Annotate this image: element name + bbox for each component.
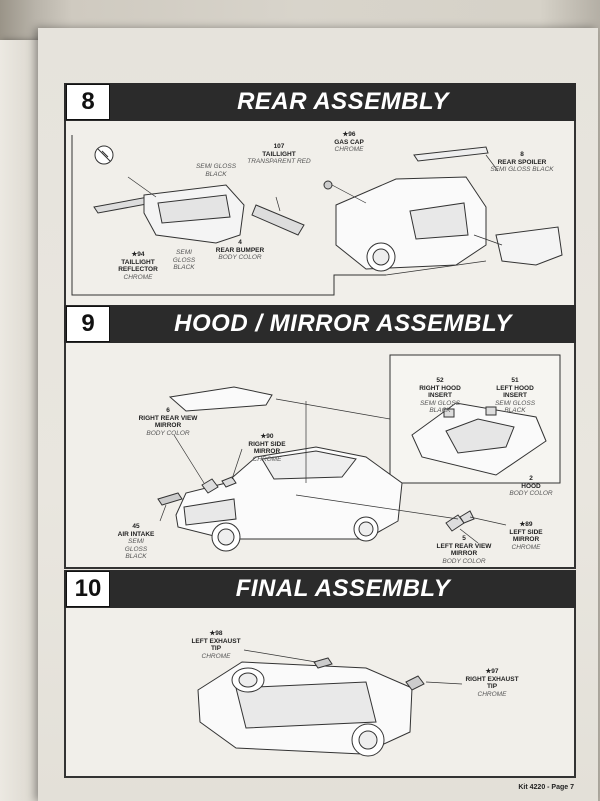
rear-assembly-drawing <box>71 135 563 296</box>
part-label-left-rear-view-mirror: 5 LEFT REAR VIEW MIRROR BODY COLOR <box>436 535 492 565</box>
step-10-panel: 10 FINAL ASSEMBLY ★98 LEFT <box>64 570 576 778</box>
step-8-number: 8 <box>66 84 110 120</box>
part-label-right-rear-view-mirror: 6 RIGHT REAR VIEW MIRROR BODY COLOR <box>138 407 198 437</box>
instruction-sheet: 8 REAR ASSEMBLY <box>38 28 598 801</box>
hood-mirror-drawing <box>157 354 561 552</box>
part-label-right-exhaust-tip: ★97 RIGHT EXHAUST TIP CHROME <box>465 668 519 698</box>
part-label-right-hood-insert: 52 RIGHT HOOD INSERT SEMI GLOSS BLACK <box>419 377 461 414</box>
step-9-panel: 9 HOOD / MIRROR ASSEMBLY <box>64 305 576 569</box>
part-finish-note-reflector-top: SEMI GLOSS BLACK <box>195 163 237 178</box>
part-label-rear-spoiler: 8 REAR SPOILER SEMI GLOSS BLACK <box>490 151 554 173</box>
step-8-title: REAR ASSEMBLY <box>237 88 449 115</box>
part-label-taillight: 107 TAILLIGHT TRANSPARENT RED <box>247 143 311 165</box>
part-label-left-side-mirror: ★89 LEFT SIDE MIRROR CHROME <box>509 521 543 551</box>
part-label-left-hood-insert: 51 LEFT HOOD INSERT SEMI GLOSS BLACK <box>494 377 536 414</box>
facing-page-edge <box>0 40 42 801</box>
step-9-header: 9 HOOD / MIRROR ASSEMBLY <box>64 305 576 343</box>
page-footer: Kit 4220 - Page 7 <box>518 784 574 791</box>
step-8-panel: 8 REAR ASSEMBLY <box>64 83 576 309</box>
step-9-number: 9 <box>66 306 110 342</box>
step-8-header: 8 REAR ASSEMBLY <box>64 83 576 121</box>
part-label-left-exhaust-tip: ★98 LEFT EXHAUST TIP CHROME <box>191 630 241 660</box>
part-label-right-side-mirror: ★90 RIGHT SIDE MIRROR CHROME <box>248 433 286 463</box>
step-10-header: 10 FINAL ASSEMBLY <box>64 570 576 608</box>
part-label-taillight-reflector: ★94 TAILLIGHT REFLECTOR CHROME <box>118 251 158 281</box>
step-10-title: FINAL ASSEMBLY <box>235 575 451 602</box>
part-label-air-intake: 45 AIR INTAKE SEMI GLOSS BLACK <box>117 523 155 560</box>
part-label-hood: 2 HOOD BODY COLOR <box>509 475 553 497</box>
part-finish-note-bumper: SEMI GLOSS BLACK <box>172 249 196 271</box>
part-label-gas-cap: ★96 GAS CAP CHROME <box>334 131 364 153</box>
part-label-rear-bumper: 4 REAR BUMPER BODY COLOR <box>215 239 265 261</box>
step-10-number: 10 <box>66 571 110 607</box>
final-assembly-drawing <box>197 649 463 757</box>
step-9-title: HOOD / MIRROR ASSEMBLY <box>174 310 512 337</box>
